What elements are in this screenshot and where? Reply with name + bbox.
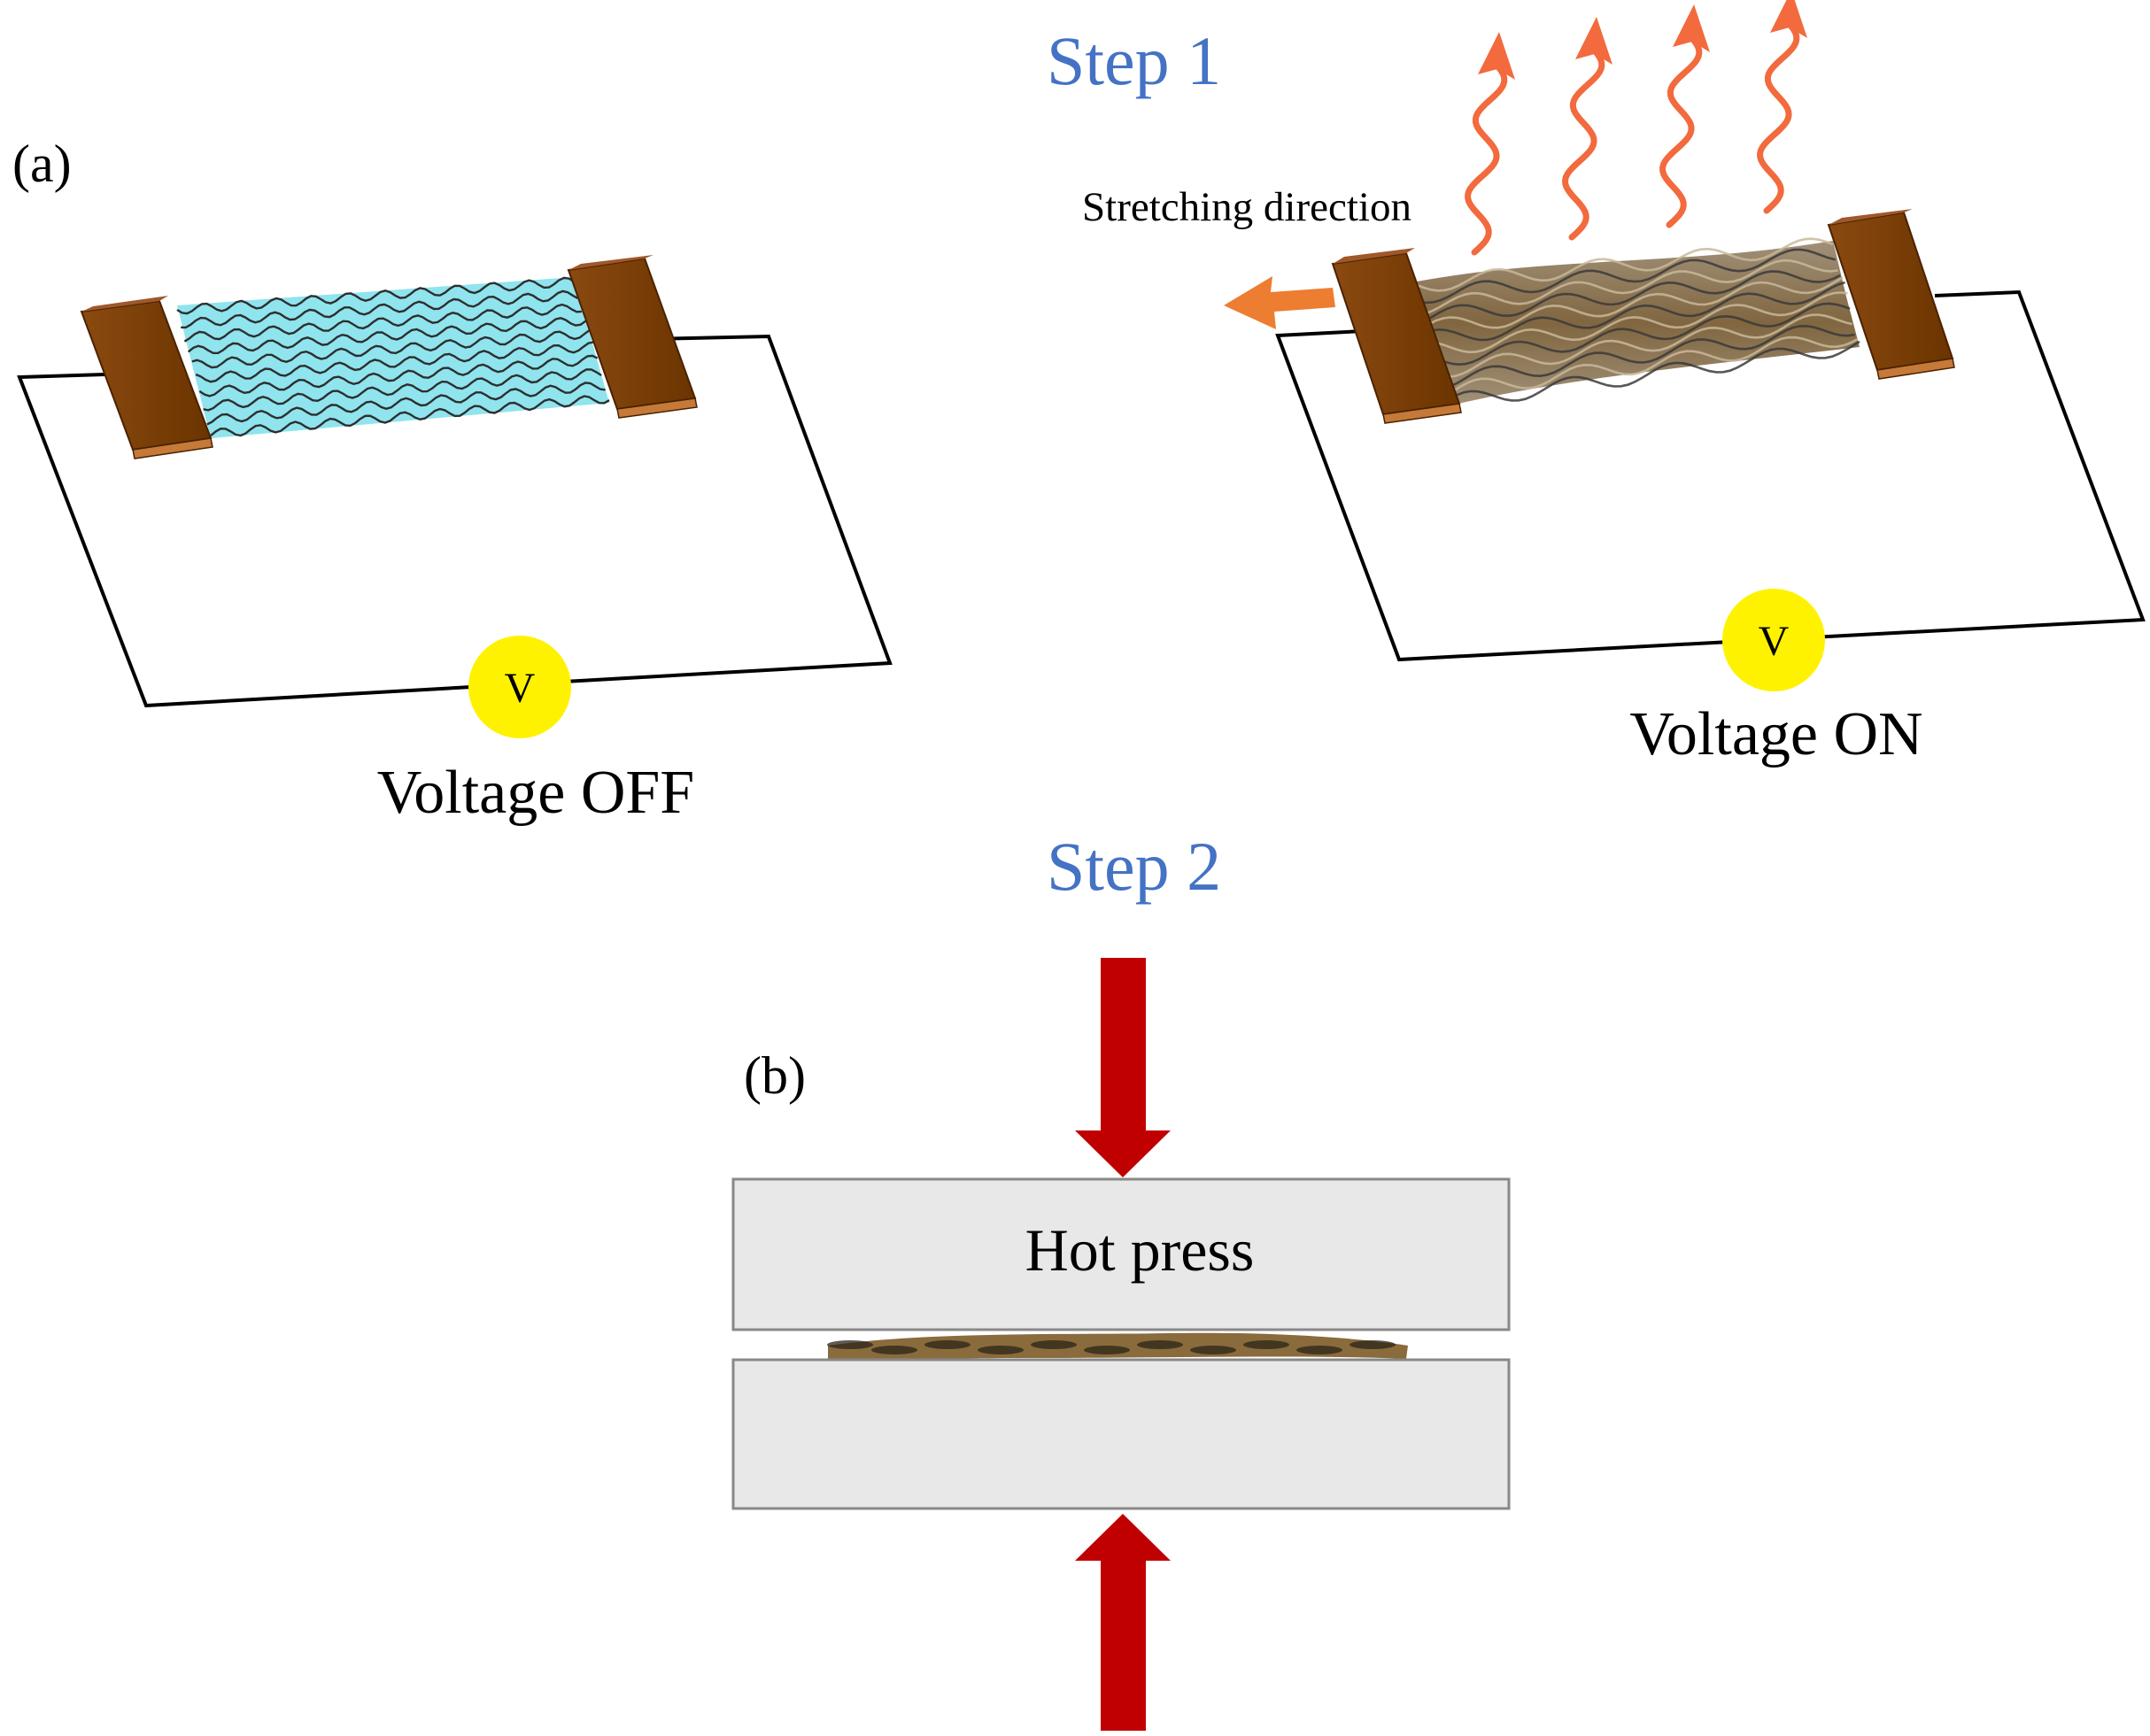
fiber-line xyxy=(176,276,575,315)
heat-arrow-icon xyxy=(1659,31,1703,228)
fiber-line xyxy=(1428,276,1844,329)
right-electrode-a xyxy=(1331,248,1462,424)
film-mark xyxy=(1190,1346,1236,1354)
fiber-line xyxy=(1419,248,1837,305)
heat-arrow-icon xyxy=(1562,43,1605,241)
press-arrow-down-icon xyxy=(1075,958,1171,1177)
voltmeter-right: V xyxy=(1722,589,1825,691)
heat-arrow-head-icon xyxy=(1673,4,1710,52)
press-arrow-up-icon xyxy=(1075,1514,1171,1731)
fiber-line xyxy=(1425,270,1841,321)
step1-title: Step 1 xyxy=(1047,22,1221,99)
film-mark xyxy=(1350,1340,1396,1349)
heat-arrow-head-icon xyxy=(1478,32,1515,80)
fiber-line xyxy=(1437,302,1851,366)
panel-b-label: (b) xyxy=(744,1046,806,1105)
left-electrode-a xyxy=(80,296,213,459)
voltmeter-right-label: V xyxy=(1759,618,1790,665)
film-mark xyxy=(871,1346,917,1354)
film-mark xyxy=(978,1346,1024,1354)
stretch-arrow-icon xyxy=(1224,276,1335,329)
hot-press-top-plate xyxy=(731,1177,1511,1331)
fiber-line xyxy=(1435,291,1848,354)
film-mark xyxy=(827,1340,873,1349)
left-setup: V Voltage OFF xyxy=(17,255,893,827)
left-fibers xyxy=(176,276,610,437)
film-mark xyxy=(1084,1346,1130,1354)
stretching-direction-label: Stretching direction xyxy=(1082,184,1411,230)
voltmeter-left: V xyxy=(468,636,571,738)
fiber-line xyxy=(1441,313,1853,379)
film-mark xyxy=(924,1340,971,1349)
fiber-line xyxy=(1450,340,1860,402)
heat-arrow-icon xyxy=(1757,17,1800,214)
right-fiber-mat xyxy=(1417,241,1860,405)
fiber-line xyxy=(210,395,610,437)
fiber-line xyxy=(1443,324,1855,390)
fiber-line xyxy=(203,368,602,412)
fiber-line xyxy=(1416,237,1834,292)
hot-press-label: Hot press xyxy=(1025,1216,1255,1284)
heat-arrow-icon xyxy=(1465,58,1508,256)
step2-title: Step 2 xyxy=(1047,828,1221,905)
fiber-line xyxy=(1432,281,1846,342)
fiber-line xyxy=(183,303,582,343)
fiber-line xyxy=(181,289,578,329)
fiber-line xyxy=(206,382,606,426)
hot-press-bottom-plate xyxy=(731,1358,1511,1510)
fiber-line xyxy=(187,317,586,354)
voltage-on-label: Voltage ON xyxy=(1629,700,1922,768)
voltage-off-label: Voltage OFF xyxy=(377,759,694,827)
panel-a-label: (a) xyxy=(12,135,72,193)
right-fibers xyxy=(1416,237,1860,402)
film-mark xyxy=(1031,1340,1077,1349)
film-mark xyxy=(1243,1340,1289,1349)
film-mark xyxy=(1137,1340,1183,1349)
voltmeter-left-label: V xyxy=(505,665,536,712)
fiber-line xyxy=(1422,259,1838,316)
fiber-line xyxy=(195,341,594,383)
fiber-line xyxy=(1446,336,1858,396)
heat-arrows xyxy=(1465,0,1807,256)
pressed-film xyxy=(827,1332,1408,1361)
heat-arrow-head-icon xyxy=(1770,0,1807,38)
fiber-line xyxy=(191,328,591,369)
left-electrode-b xyxy=(567,255,698,419)
film-mark xyxy=(1296,1346,1342,1354)
heat-arrow-head-icon xyxy=(1575,17,1612,65)
right-setup: Stretching direction V Voltage ON xyxy=(1082,0,2146,768)
fiber-line xyxy=(198,354,599,397)
right-electrode-b xyxy=(1827,209,1955,380)
